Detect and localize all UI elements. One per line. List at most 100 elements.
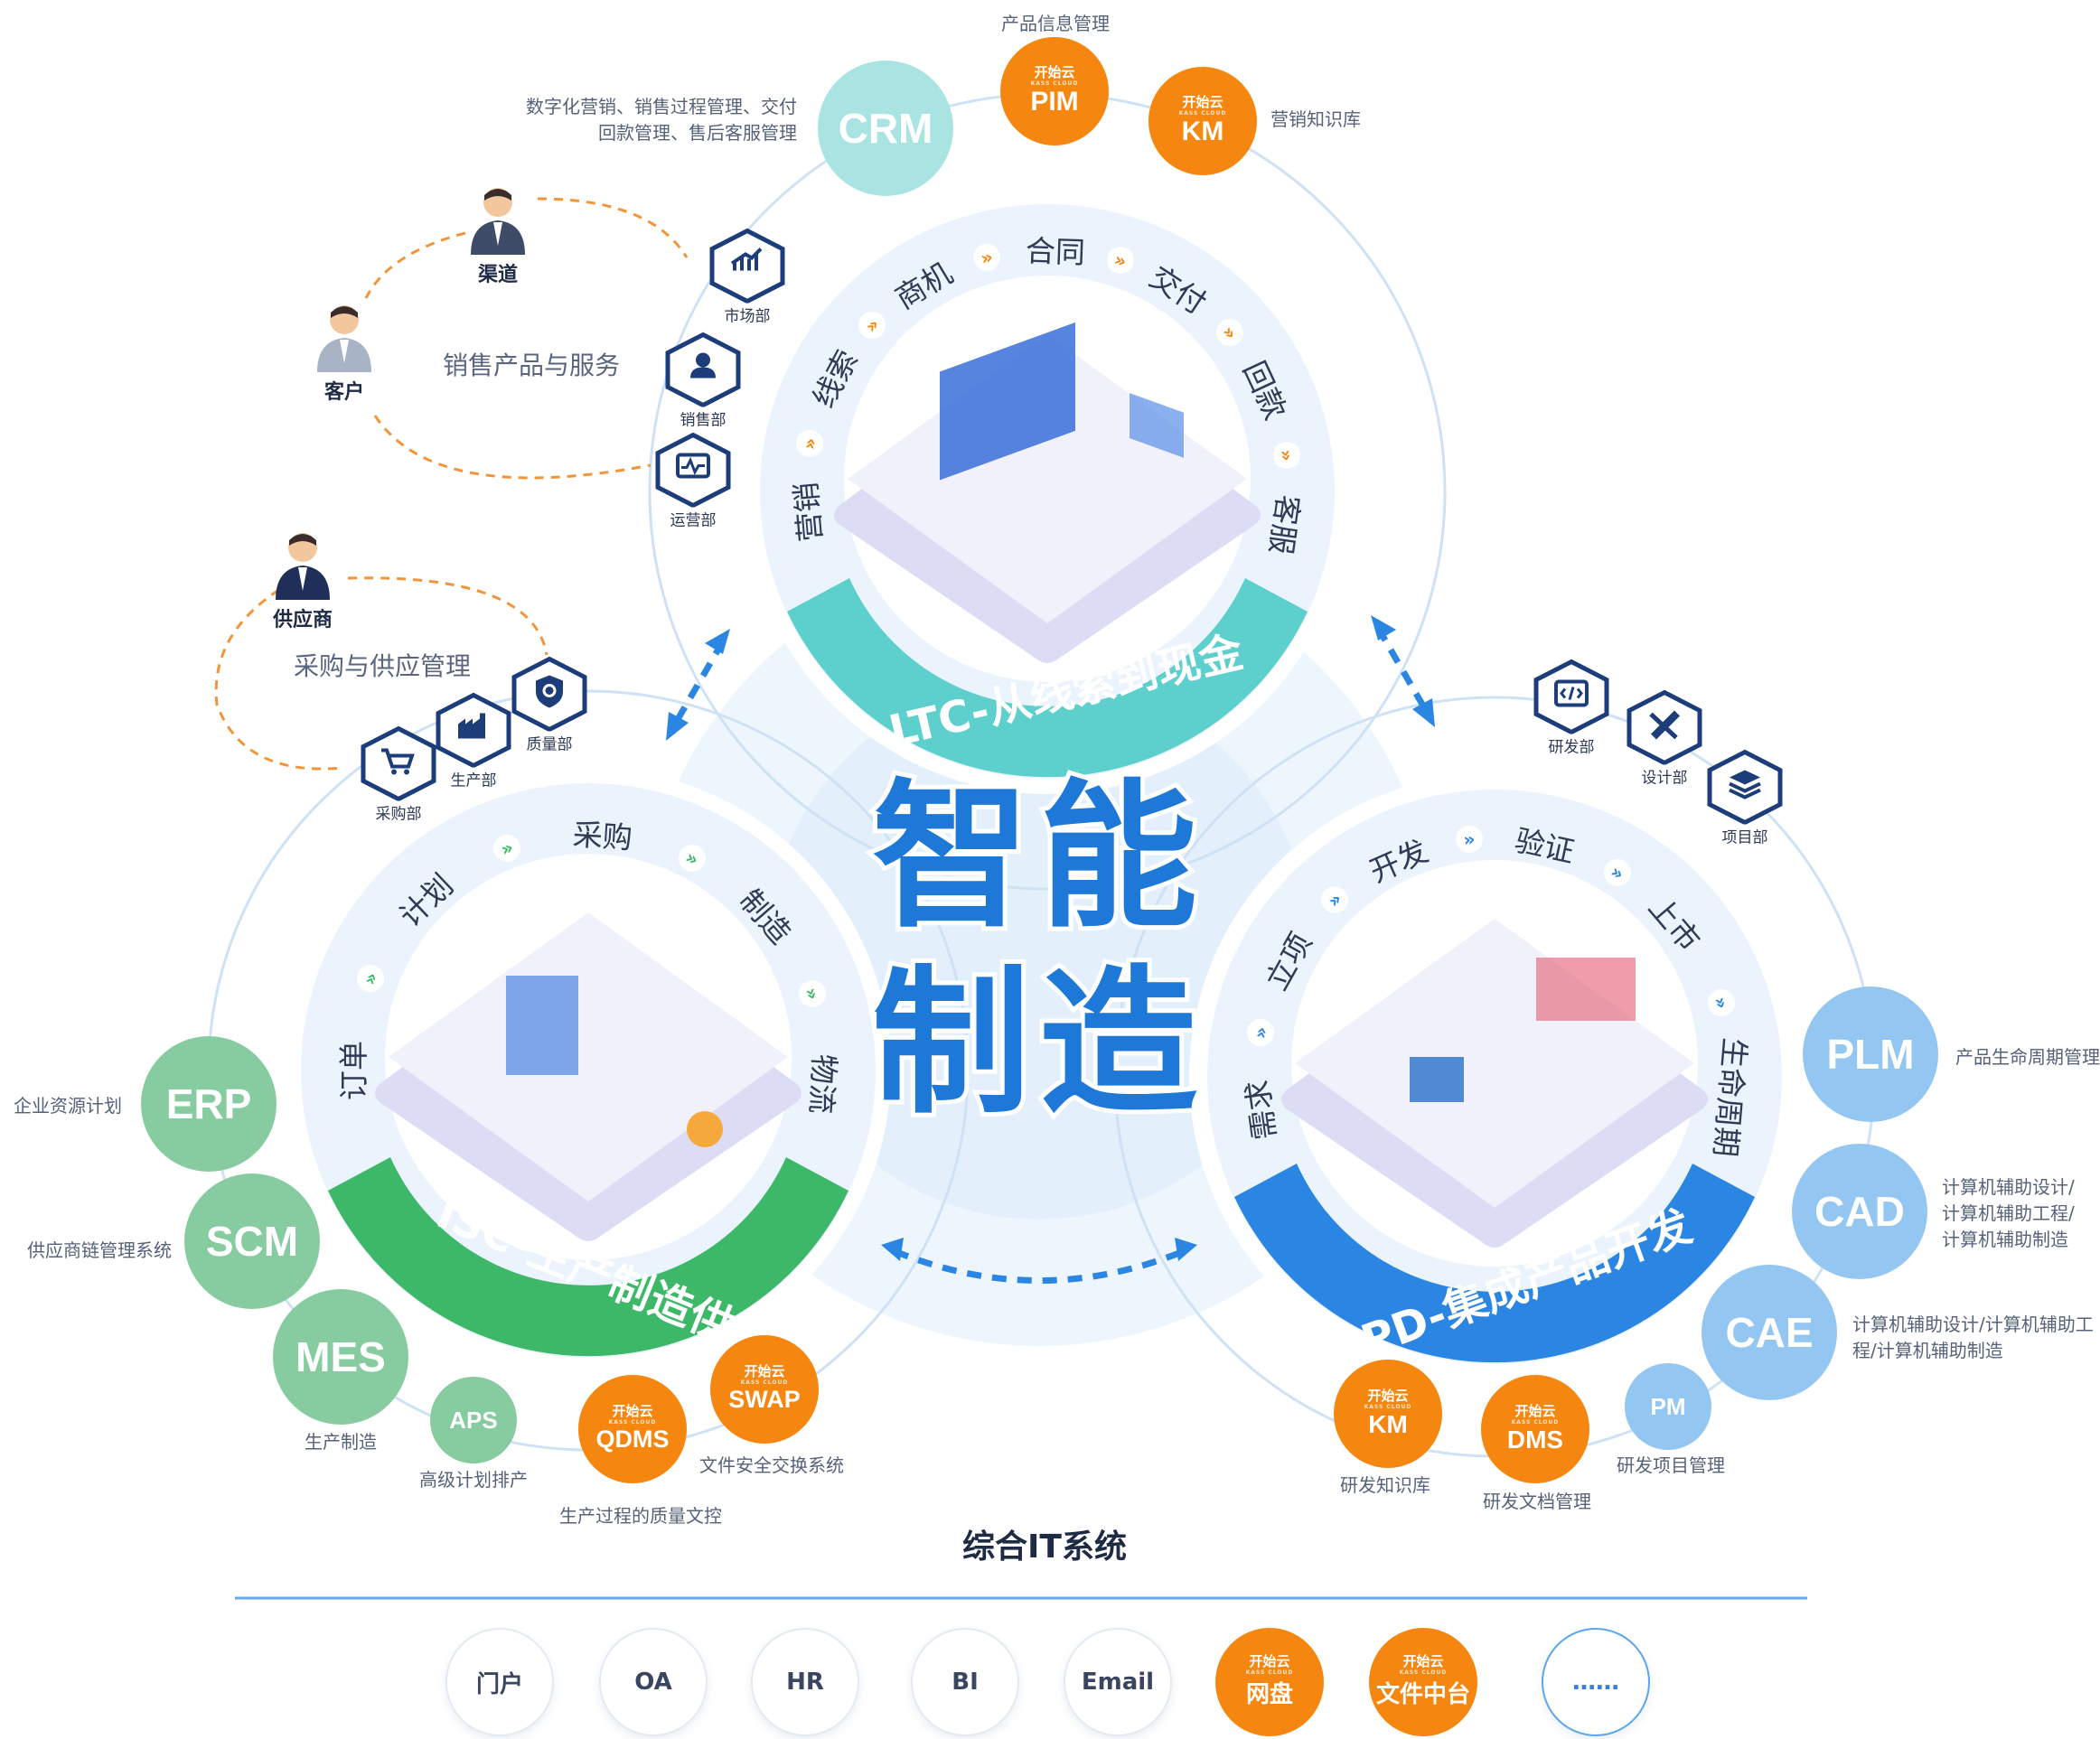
center-title-line1: 智能 bbox=[867, 766, 1206, 949]
it-system-item[interactable]: HR bbox=[751, 1628, 859, 1736]
crm-description: 数字化营销、销售过程管理、交付回款管理、售后客服管理 bbox=[526, 94, 797, 146]
department-label: 市场部 bbox=[724, 307, 771, 326]
system-label: CAD bbox=[1814, 1188, 1905, 1235]
system-pm[interactable]: PM bbox=[1625, 1363, 1711, 1450]
department-label: 研发部 bbox=[1548, 738, 1595, 757]
stakeholder-bubbles bbox=[214, 197, 689, 771]
system-label: SCM bbox=[205, 1218, 299, 1265]
it-systems-title: 综合IT系统 bbox=[962, 1529, 1127, 1566]
department-ipd-2: 项目部 bbox=[1702, 749, 1787, 847]
stakeholder-label: 客户 bbox=[323, 381, 364, 404]
system-label: PIM bbox=[1030, 86, 1079, 117]
sales-bubble-text: 销售产品与服务 bbox=[443, 351, 621, 380]
department-label: 运营部 bbox=[670, 511, 717, 530]
department-label: 项目部 bbox=[1721, 828, 1768, 847]
monitor-pulse-icon bbox=[655, 432, 731, 509]
it-system-label: OA bbox=[634, 1669, 672, 1696]
system-label: PLM bbox=[1826, 1031, 1915, 1078]
system-cad[interactable]: CAD bbox=[1792, 1144, 1927, 1279]
department-ltc-1: 销售部 bbox=[661, 332, 745, 430]
aps-description: 高级计划排产 bbox=[419, 1469, 528, 1491]
stakeholder-label: 供应商 bbox=[272, 609, 333, 631]
it-system-label: Email bbox=[1081, 1669, 1155, 1696]
system-crm[interactable]: CRM bbox=[818, 61, 953, 196]
it-system-item[interactable]: BI bbox=[911, 1628, 1019, 1736]
department-ipd-1: 设计部 bbox=[1622, 689, 1707, 788]
shield-q-icon bbox=[511, 656, 587, 733]
system-label: KM bbox=[1181, 116, 1224, 146]
desc-line: 程/计算机辅助制造 bbox=[1852, 1340, 2003, 1361]
it-system-label: 网盘 bbox=[1245, 1681, 1293, 1708]
it-system-label: HR bbox=[786, 1669, 824, 1696]
it-system-item[interactable]: …… bbox=[1542, 1628, 1650, 1736]
department-label: 生产部 bbox=[450, 771, 497, 790]
system-label: CRM bbox=[838, 105, 933, 152]
stakeholder-supplier: 供应商 bbox=[271, 528, 334, 632]
ltc-step: 合同 bbox=[1025, 233, 1086, 271]
center-title-line2: 制造 bbox=[867, 952, 1206, 1136]
system-label: QDMS bbox=[595, 1426, 670, 1453]
department-label: 销售部 bbox=[680, 411, 727, 430]
system-label: APS bbox=[449, 1406, 498, 1434]
desc-line: 计算机辅助设计/ bbox=[1942, 1176, 2075, 1198]
cart-icon bbox=[361, 725, 436, 802]
km-description: 营销知识库 bbox=[1270, 108, 1361, 130]
system-plm[interactable]: PLM bbox=[1803, 986, 1938, 1122]
desc-line: 计算机辅助工程/ bbox=[1942, 1202, 2075, 1224]
person-icon bbox=[276, 533, 330, 600]
stakeholder-channel: 渠道 bbox=[466, 182, 530, 287]
chart-up-icon bbox=[709, 228, 785, 304]
department-ltc-0: 市场部 bbox=[705, 228, 790, 326]
it-system-label: 文件中台 bbox=[1375, 1681, 1470, 1708]
procurement-bubble-text: 采购与供应管理 bbox=[294, 651, 472, 681]
ltc-step: 客服 bbox=[1263, 492, 1307, 557]
system-erp[interactable]: ERP bbox=[141, 1036, 277, 1172]
layers-icon bbox=[1707, 749, 1783, 826]
factory-icon bbox=[436, 692, 511, 769]
system-label: SWAP bbox=[728, 1386, 801, 1413]
ipd-platform-illustration bbox=[1281, 919, 1708, 1248]
ltc-step: 营销 bbox=[788, 481, 829, 544]
system-label: ERP bbox=[165, 1080, 252, 1127]
it-system-label: …… bbox=[1572, 1669, 1619, 1696]
plm-description: 产品生命周期管理 bbox=[1955, 1046, 2100, 1068]
ipd-step: 需求 bbox=[1239, 1077, 1282, 1142]
system-label: DMS bbox=[1506, 1425, 1564, 1454]
person-icon bbox=[317, 305, 371, 372]
user-icon bbox=[665, 332, 741, 408]
isc-step: 订单 bbox=[336, 1041, 371, 1100]
ltc-platform-illustration bbox=[834, 322, 1261, 663]
department-ltc-2: 运营部 bbox=[651, 432, 736, 530]
system-aps[interactable]: APS bbox=[430, 1377, 517, 1463]
stakeholder-label: 渠道 bbox=[477, 264, 518, 286]
department-isc-0: 质量部 bbox=[507, 656, 592, 754]
code-window-icon bbox=[1533, 659, 1609, 735]
it-system-item[interactable]: 门户 bbox=[445, 1628, 554, 1736]
department-isc-1: 生产部 bbox=[431, 692, 516, 790]
system-scm[interactable]: SCM bbox=[184, 1173, 320, 1309]
it-system-item[interactable]: Email bbox=[1064, 1628, 1172, 1736]
it-system-item[interactable]: OA bbox=[599, 1628, 708, 1736]
system-label: CAE bbox=[1725, 1309, 1814, 1356]
system-mes[interactable]: MES bbox=[273, 1289, 408, 1425]
isc-step: 采购 bbox=[571, 817, 633, 856]
isc-step: 物流 bbox=[802, 1052, 842, 1116]
person-icon bbox=[471, 188, 525, 255]
system-cae[interactable]: CAE bbox=[1702, 1265, 1837, 1400]
mes-description: 生产制造 bbox=[305, 1431, 377, 1453]
